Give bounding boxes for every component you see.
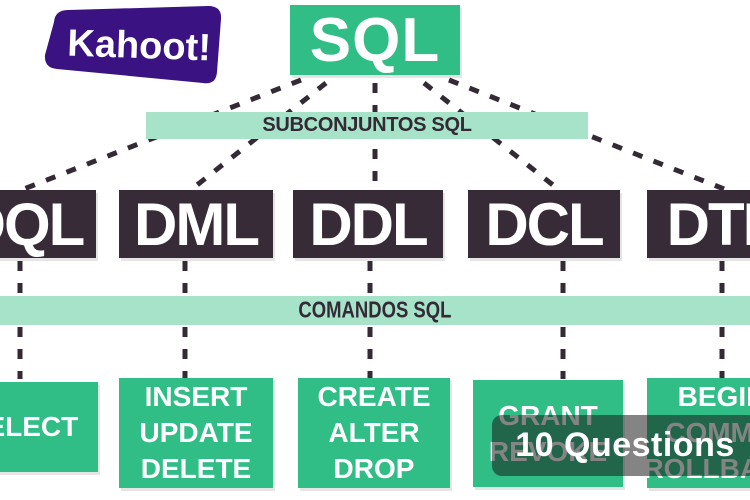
subsets-banner: SUBCONJUNTOS SQL bbox=[146, 112, 588, 139]
command-node-dql: SELECT bbox=[0, 382, 98, 472]
command-line: DELETE bbox=[140, 453, 252, 484]
command-node-ddl: CREATE ALTER DROP bbox=[298, 378, 450, 488]
subset-node-dql: DQL bbox=[0, 190, 96, 258]
commands-banner: COMANDOS SQL bbox=[0, 296, 750, 325]
question-count-label: 10 Questions bbox=[515, 426, 735, 464]
subset-node-dml: DML bbox=[119, 190, 273, 258]
root-node-sql: SQL bbox=[290, 5, 460, 75]
subset-node-ddl: DDL bbox=[293, 190, 443, 258]
command-line: UPDATE bbox=[139, 417, 253, 448]
subset-node-dtl: DTL bbox=[647, 190, 750, 258]
connector-sql-dml bbox=[190, 81, 328, 191]
question-count-badge: 10 Questions bbox=[492, 415, 750, 476]
command-line: CREATE bbox=[317, 381, 431, 412]
command-line: INSERT bbox=[144, 381, 248, 412]
kahoot-logo-flag bbox=[44, 6, 222, 84]
kahoot-logo-text: Kahoot! bbox=[67, 23, 212, 70]
subset-label-dql: DQL bbox=[0, 190, 85, 258]
subset-label-dtl: DTL bbox=[666, 190, 750, 258]
subset-node-dcl: DCL bbox=[468, 190, 620, 258]
subset-label-ddl: DDL bbox=[309, 190, 428, 258]
connector-sql-dcl bbox=[422, 81, 560, 191]
subset-label-dcl: DCL bbox=[485, 190, 604, 258]
command-line: SELECT bbox=[0, 411, 79, 442]
command-node-dml: INSERT UPDATE DELETE bbox=[119, 378, 273, 488]
kahoot-logo: Kahoot! bbox=[44, 6, 222, 84]
command-line: BEGIN bbox=[677, 381, 750, 412]
root-node-label: SQL bbox=[309, 5, 441, 75]
command-line: ALTER bbox=[328, 417, 420, 448]
subsets-banner-label: SUBCONJUNTOS SQL bbox=[262, 114, 472, 136]
commands-banner-label: COMANDOS SQL bbox=[298, 297, 452, 323]
connector-sql-dtl bbox=[448, 77, 725, 192]
subset-label-dml: DML bbox=[134, 190, 260, 258]
connector-sql-dql bbox=[23, 77, 302, 192]
command-line: DROP bbox=[333, 453, 415, 484]
